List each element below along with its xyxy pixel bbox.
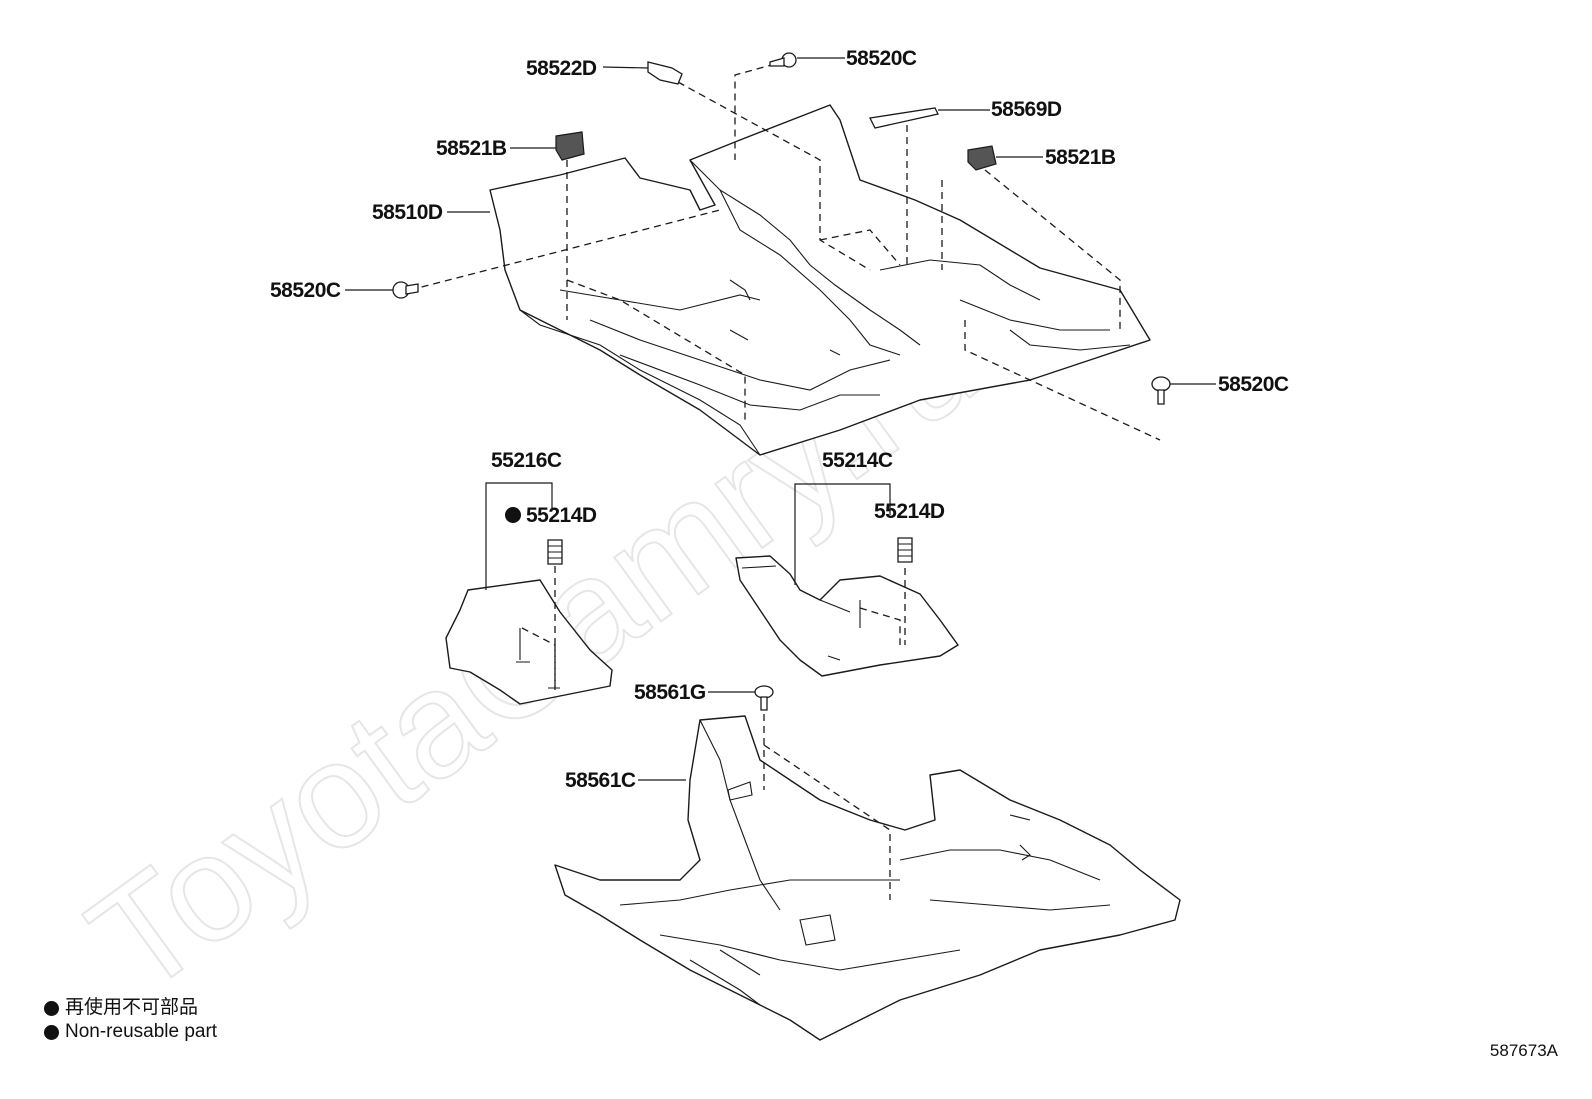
bracket-55214c	[794, 483, 891, 585]
screw-58520c-right-icon	[1151, 376, 1171, 405]
clip-55214d-right-icon	[897, 537, 913, 563]
non-reusable-bullet-icon	[44, 1024, 59, 1040]
dash-58521b-left-b	[566, 279, 746, 420]
dash-58521b-right	[984, 169, 1121, 330]
label-58520c-right: 58520C	[1218, 373, 1289, 396]
label-58569d: 58569D	[991, 98, 1062, 121]
screw-58520c-top-icon	[769, 52, 797, 68]
legend-text-en: Non-reusable part	[65, 1021, 218, 1042]
non-reusable-bullet-icon	[44, 1000, 59, 1016]
clip-58522d-icon	[647, 61, 683, 85]
diagram-id: 587673A	[1489, 1041, 1558, 1060]
clip-58561g-icon	[754, 685, 774, 711]
label-58561g: 58561G	[634, 681, 706, 704]
clip-58521b-right-icon	[967, 145, 997, 171]
floor-silencer-58561c	[554, 715, 1181, 1041]
floor-mat-55216c	[445, 579, 613, 705]
floor-carpet-58510d	[489, 104, 1151, 456]
dash-center	[819, 229, 901, 266]
non-reusable-marker-icon	[505, 507, 521, 523]
label-55214c: 55214C	[822, 449, 893, 472]
dash-58520c-top	[734, 63, 776, 160]
label-58521b-left: 58521B	[436, 137, 507, 160]
clip-55214d-left-icon	[547, 539, 563, 565]
bracket-55216c	[485, 482, 553, 590]
label-55216c: 55216C	[491, 449, 562, 472]
screw-58520c-left-icon	[392, 281, 419, 299]
legend-row-en: Non-reusable part	[44, 1020, 217, 1044]
clip-58521b-left-icon	[555, 131, 585, 161]
dash-58520c-right	[964, 320, 1161, 441]
legend-row-jp: 再使用不可部品	[44, 996, 217, 1020]
legend-text-jp: 再使用不可部品	[65, 997, 199, 1018]
dash-58520c-left	[409, 209, 721, 291]
label-58520c-left: 58520C	[270, 279, 341, 302]
label-55214d-left: 55214D	[526, 504, 597, 527]
floor-mat-55214c	[735, 555, 959, 677]
legend: 再使用不可部品 Non-reusable part	[44, 996, 217, 1044]
leader-58522d	[602, 66, 649, 69]
label-58522d: 58522D	[526, 57, 597, 80]
dash-58561g-b	[763, 744, 891, 900]
label-58561c: 58561C	[565, 769, 636, 792]
label-55214d-right: 55214D	[874, 500, 945, 523]
label-58520c-top: 58520C	[846, 47, 917, 70]
label-58521b-right: 58521B	[1045, 146, 1116, 169]
bracket-58569d-icon	[869, 107, 939, 129]
label-58510d: 58510D	[372, 201, 443, 224]
